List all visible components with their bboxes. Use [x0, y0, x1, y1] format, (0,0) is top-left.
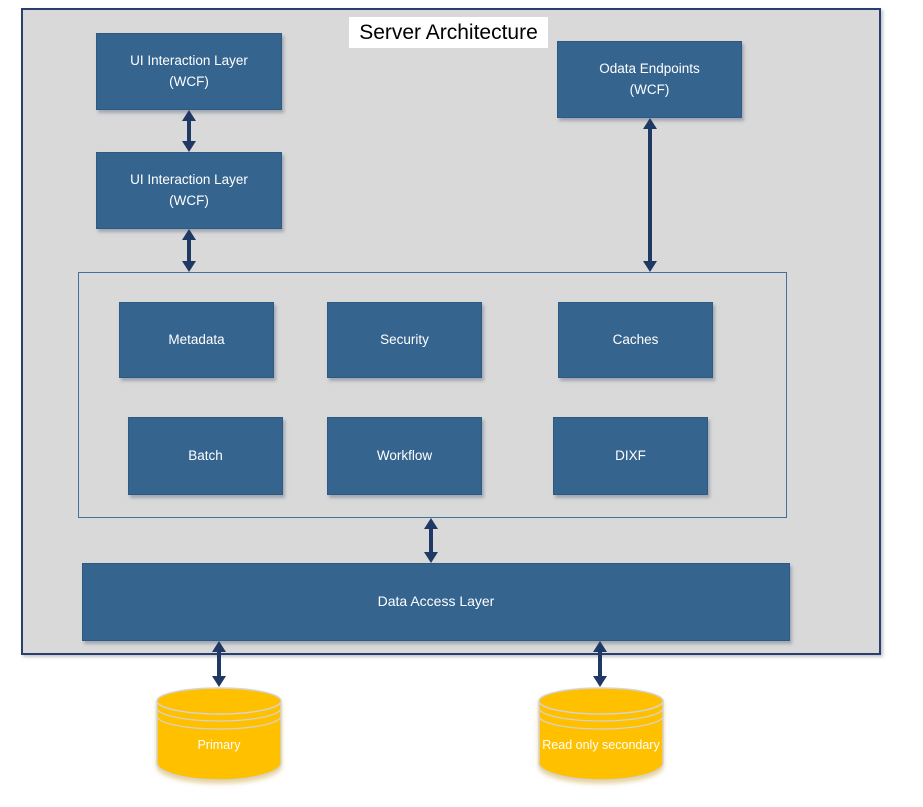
node-label: DIXF: [615, 447, 646, 463]
arrow-ui-bottom-to-services: [182, 229, 196, 272]
arrowhead-down-icon: [182, 261, 196, 272]
node-metadata: Metadata: [119, 302, 274, 378]
node-security: Security: [327, 302, 482, 378]
node-caches: Caches: [558, 302, 713, 378]
arrowhead-down-icon: [593, 676, 607, 687]
arrowhead-down-icon: [643, 261, 657, 272]
arrowhead-up-icon: [424, 518, 438, 529]
arrowhead-down-icon: [212, 676, 226, 687]
node-data-access-layer: Data Access Layer: [82, 563, 790, 641]
arrow-odata-to-services: [643, 118, 657, 272]
arrow-shaft: [648, 127, 652, 263]
arrow-ui-top-to-ui-bottom: [182, 110, 196, 152]
node-ui-interaction-layer-bottom: UI Interaction Layer (WCF): [96, 152, 282, 229]
services-container: [78, 272, 787, 518]
arrow-shaft: [217, 650, 221, 678]
arrow-shaft: [429, 527, 433, 554]
node-dixf: DIXF: [553, 417, 708, 495]
node-ui-interaction-layer-top: UI Interaction Layer (WCF): [96, 33, 282, 110]
node-odata-endpoints: Odata Endpoints (WCF): [557, 41, 742, 118]
diagram-title: Server Architecture: [349, 17, 548, 48]
node-label: Metadata: [168, 331, 225, 347]
database-cylinder-icon: [156, 687, 282, 781]
node-label: Data Access Layer: [377, 593, 495, 610]
arrow-services-to-dal: [424, 518, 438, 563]
database-read-only-secondary: Read only secondary: [538, 686, 664, 782]
arrowhead-down-icon: [182, 141, 196, 152]
node-label: Caches: [612, 331, 659, 347]
database-cylinder-icon: [538, 687, 664, 781]
node-label-line1: UI Interaction Layer: [130, 52, 248, 68]
arrow-dal-to-secondary-db: [593, 641, 607, 687]
arrowhead-up-icon: [182, 229, 196, 240]
arrowhead-down-icon: [424, 552, 438, 563]
database-primary: Primary: [156, 686, 282, 782]
arrowhead-up-icon: [593, 641, 607, 652]
node-label: Batch: [188, 447, 223, 463]
arrow-shaft: [187, 119, 191, 143]
arrow-shaft: [187, 238, 191, 263]
node-label: Security: [380, 331, 429, 347]
node-label-line2: (WCF): [629, 81, 670, 97]
database-label: Primary: [197, 738, 241, 752]
arrowhead-up-icon: [212, 641, 226, 652]
node-label-line1: UI Interaction Layer: [130, 171, 248, 187]
node-label-line2: (WCF): [169, 192, 209, 208]
node-label-line1: Odata Endpoints: [599, 60, 700, 76]
arrowhead-up-icon: [643, 118, 657, 129]
node-label: Workflow: [376, 447, 433, 463]
arrow-shaft: [598, 650, 602, 678]
arrow-dal-to-primary-db: [212, 641, 226, 687]
node-label-line2: (WCF): [169, 73, 209, 89]
node-batch: Batch: [128, 417, 283, 495]
arrowhead-up-icon: [182, 110, 196, 121]
node-workflow: Workflow: [327, 417, 482, 495]
database-label: Read only secondary: [542, 738, 660, 752]
